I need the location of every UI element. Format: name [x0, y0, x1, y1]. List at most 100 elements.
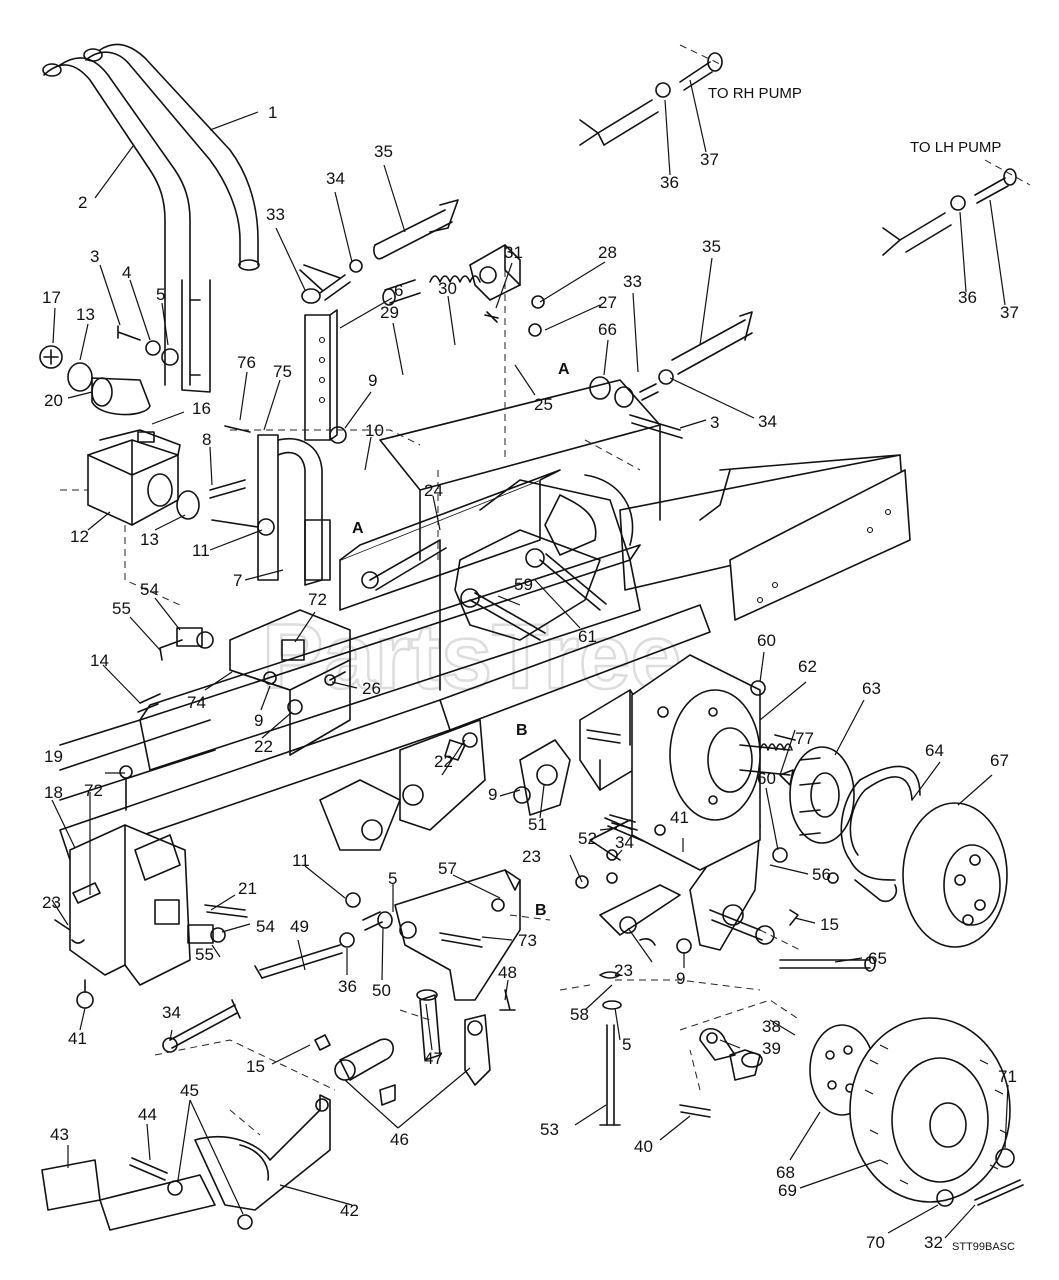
callout: 11: [192, 541, 210, 560]
callout: 14: [90, 651, 109, 670]
callout: 15: [246, 1057, 265, 1076]
callout: 9: [254, 711, 263, 730]
callout: 7: [233, 571, 242, 590]
callout: 46: [390, 1130, 409, 1149]
callout: 33: [623, 272, 642, 291]
callout: 9: [368, 371, 377, 390]
callout: 77: [795, 729, 814, 748]
callout: 22: [434, 752, 453, 771]
callout: 13: [140, 530, 159, 549]
brake-rod: [361, 539, 447, 691]
callout: 36: [660, 173, 679, 192]
brake-pawl: [679, 1027, 763, 1118]
callout: 60: [757, 769, 776, 788]
callout: 31: [504, 243, 523, 262]
center-bracket: [137, 609, 351, 756]
callout: 24: [424, 481, 443, 500]
callout: 49: [290, 917, 309, 936]
callout: 45: [180, 1081, 199, 1100]
left-frame-plate: [54, 765, 248, 1009]
callout: 33: [266, 205, 285, 224]
callout: 42: [340, 1201, 359, 1220]
callout: 62: [798, 657, 817, 676]
callout: 3: [90, 247, 99, 266]
callout: 34: [162, 1003, 181, 1022]
callout: 58: [570, 1005, 589, 1024]
callout: 41: [670, 808, 689, 827]
control-arm: [257, 259, 363, 586]
brake-drum: [902, 802, 1008, 948]
center-pivot-bracket: [319, 689, 651, 861]
callout: 43: [50, 1125, 69, 1144]
callout: 17: [42, 288, 61, 307]
callout: 41: [68, 1029, 87, 1048]
callout: 34: [758, 412, 777, 431]
callout: 25: [534, 395, 553, 414]
callout: 60: [757, 631, 776, 650]
callout: 11: [292, 851, 310, 870]
callout: 9: [488, 785, 497, 804]
callout: 70: [866, 1233, 885, 1252]
note-rh-pump: TO RH PUMP: [708, 85, 802, 102]
callout: 59: [514, 575, 533, 594]
callout: 36: [338, 977, 357, 996]
assembly-lines: [60, 270, 801, 1136]
wheel-hub: [789, 746, 855, 844]
callout: 2: [78, 193, 87, 212]
callout: 53: [540, 1120, 559, 1139]
lh-pump-linkage: [882, 159, 1031, 256]
spring-rod: [575, 849, 692, 1126]
callout: 1: [268, 103, 277, 122]
wheel-assembly: [809, 1017, 1024, 1207]
callout: 5: [156, 285, 165, 304]
callout: 75: [273, 362, 292, 381]
callout: 61: [578, 627, 597, 646]
callout: 55: [112, 599, 131, 618]
callout: 57: [438, 859, 457, 878]
callout: 21: [238, 879, 257, 898]
callout: 8: [202, 430, 211, 449]
callout: 15: [820, 915, 839, 934]
callout: 35: [702, 237, 721, 256]
callout: 54: [256, 917, 275, 936]
callout: 67: [990, 751, 1009, 770]
callout: 16: [192, 399, 211, 418]
callout: 56: [812, 865, 831, 884]
clevis-assembly: [314, 989, 491, 1106]
pivot-bracket-assembly: [39, 325, 275, 536]
frame-bolts: [454, 529, 607, 641]
drawing-code: STT99BASC: [952, 1241, 1015, 1253]
callout: 5: [622, 1035, 631, 1054]
callout: 30: [438, 279, 457, 298]
callout: 64: [925, 741, 944, 760]
callout: 13: [76, 305, 95, 324]
callout: 65: [868, 949, 887, 968]
callout: 68: [776, 1163, 795, 1182]
linkage-rod-right: [589, 311, 753, 439]
callout: 66: [598, 320, 617, 339]
callout: 37: [1000, 303, 1019, 322]
callout: 39: [762, 1039, 781, 1058]
callout: 76: [237, 353, 256, 372]
callout: 6: [394, 281, 403, 300]
note-lh-pump: TO LH PUMP: [910, 139, 1001, 156]
callout: 47: [424, 1049, 443, 1068]
callout: 71: [998, 1067, 1017, 1086]
callout: 3: [710, 413, 719, 432]
callout: 32: [924, 1233, 943, 1252]
callout: 34: [615, 833, 634, 852]
misc-small-parts: [779, 769, 876, 972]
callout: 9: [676, 969, 685, 988]
callout: 19: [44, 747, 63, 766]
callout: 23: [522, 847, 541, 866]
callout: 27: [598, 293, 617, 312]
callout-labels: 1 2 3 4 5 17 13 20 16 12 13 8 11 76 75 7…: [42, 103, 1019, 1252]
steering-handles: [42, 43, 260, 393]
callout: 74: [187, 693, 206, 712]
callout: 55: [195, 945, 214, 964]
callout: 48: [498, 963, 517, 982]
callout: 34: [326, 169, 345, 188]
callout: 37: [700, 150, 719, 169]
brake-pedal: [41, 1094, 331, 1231]
